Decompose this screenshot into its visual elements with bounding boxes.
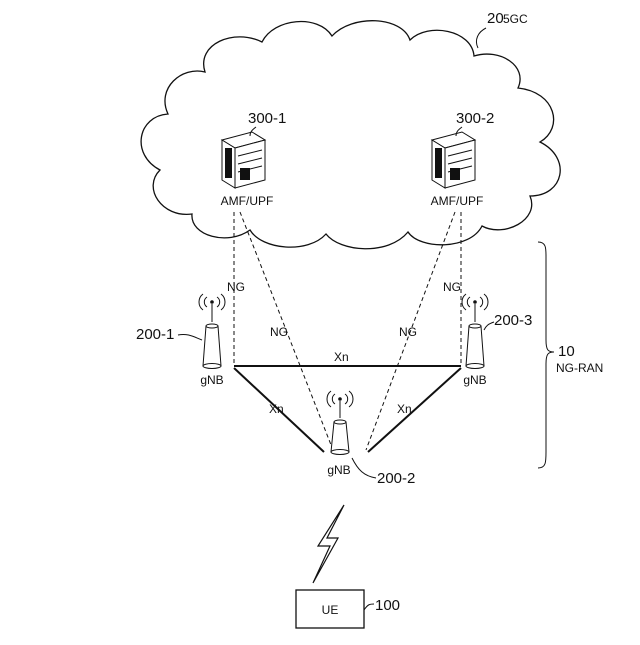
gnb-200-2-ref: 200-2 [377,470,415,487]
gnb-200-1-leader [178,334,202,340]
core-ref-leader [476,28,486,48]
antenna-icon [462,294,488,369]
core-ref-label: 20 [487,10,504,27]
server-300-1-label: AMF/UPF [221,194,274,208]
radio-link-icon [313,505,344,583]
gnb-200-2-leader [352,458,376,478]
antenna-icon [327,391,353,455]
ng-label: NG [443,280,461,294]
gnb-200-1-label: gNB [200,373,223,387]
gnb-200-3-leader [484,322,494,330]
core-network-cloud [141,21,560,249]
ng-label: NG [270,325,288,339]
core-ref-sub-label: 5GC [503,12,528,26]
gnb-200-3-ref: 200-3 [494,312,532,329]
server-300-1-ref: 300-1 [248,110,286,127]
xn-label: Xn [397,402,412,416]
ng-label: NG [227,280,245,294]
ng-label: NG [399,325,417,339]
server-icon [432,132,475,188]
gnb-200-2-label: gNB [327,463,350,477]
server-300-2-label: AMF/UPF [431,194,484,208]
ng-ran-ref: 10 [558,343,575,360]
xn-label: Xn [334,350,349,364]
ng-ran-label: NG-RAN [556,361,603,375]
gnb-200-1-ref: 200-1 [136,326,174,343]
ue-label: UE [322,603,339,617]
xn-label: Xn [269,402,284,416]
ng-ran-bracket [538,242,554,468]
gnb-200-3-label: gNB [463,373,486,387]
antenna-icon [199,294,225,369]
ue-ref-leader [364,604,374,610]
ue-ref: 100 [375,597,400,614]
server-icon [222,132,265,188]
server-300-2-ref: 300-2 [456,110,494,127]
